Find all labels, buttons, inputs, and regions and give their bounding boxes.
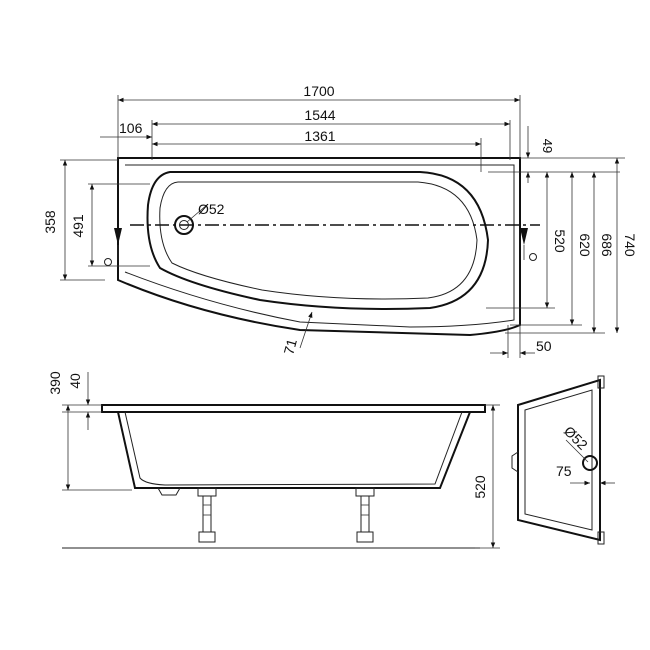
- dim-1700: 1700: [303, 83, 334, 99]
- plan-inner-rim: [124, 164, 515, 328]
- plan-annotations: Ø52 71: [186, 201, 313, 356]
- dim-686: 686: [599, 233, 615, 257]
- plan-left-mark: [104, 258, 112, 266]
- dim-740: 740: [622, 233, 638, 257]
- dim-1544: 1544: [304, 107, 335, 123]
- dim-491: 491: [70, 214, 86, 238]
- end-rim-bottom: [597, 531, 605, 545]
- end-inner: [524, 389, 593, 531]
- side-drain: [157, 487, 181, 496]
- dim-390: 390: [47, 371, 63, 395]
- side-body: [117, 411, 471, 489]
- plan-outer-rim: [117, 157, 521, 337]
- plan-view: [104, 157, 540, 337]
- side-foot-left: [197, 487, 217, 543]
- plan-left-dimensions: 358 491: [42, 159, 150, 281]
- plan-top-dimensions: 1700 1544 1361 106 49: [100, 83, 555, 183]
- dim-106: 106: [119, 120, 143, 136]
- end-view: Ø52 75: [511, 375, 615, 545]
- dim-waste-diameter-plan: Ø52: [198, 201, 225, 217]
- plan-waste-inner: [179, 220, 189, 230]
- end-waste: [582, 455, 598, 471]
- dim-75: 75: [556, 463, 572, 479]
- dim-1361: 1361: [304, 128, 335, 144]
- end-side-bump: [511, 451, 519, 473]
- plan-left-arrow: [114, 228, 122, 245]
- dim-520-side: 520: [472, 475, 488, 499]
- plan-basin-outer: [146, 171, 490, 310]
- dim-49: 49: [540, 139, 555, 153]
- plan-right-dimensions: 520 620 686 740 50: [486, 157, 638, 358]
- dim-71: 71: [280, 337, 300, 356]
- side-view: [62, 404, 486, 549]
- end-rim-top: [597, 375, 605, 389]
- dim-40: 40: [67, 373, 83, 389]
- side-rim: [101, 404, 486, 413]
- dim-waste-diameter-end: Ø52: [561, 423, 591, 453]
- dim-50: 50: [536, 338, 552, 354]
- end-outer: [517, 378, 601, 542]
- side-body-inner: [124, 411, 463, 486]
- dim-620: 620: [577, 233, 593, 257]
- plan-right-arrow: [520, 228, 528, 245]
- plan-basin-inner: [159, 181, 478, 300]
- dim-520-plan: 520: [552, 229, 568, 253]
- plan-right-mark: [529, 253, 537, 261]
- plan-waste-outer: [174, 215, 194, 235]
- side-foot-right: [355, 487, 375, 543]
- dim-358: 358: [42, 210, 58, 234]
- side-dimensions: 390 40 520: [47, 371, 500, 549]
